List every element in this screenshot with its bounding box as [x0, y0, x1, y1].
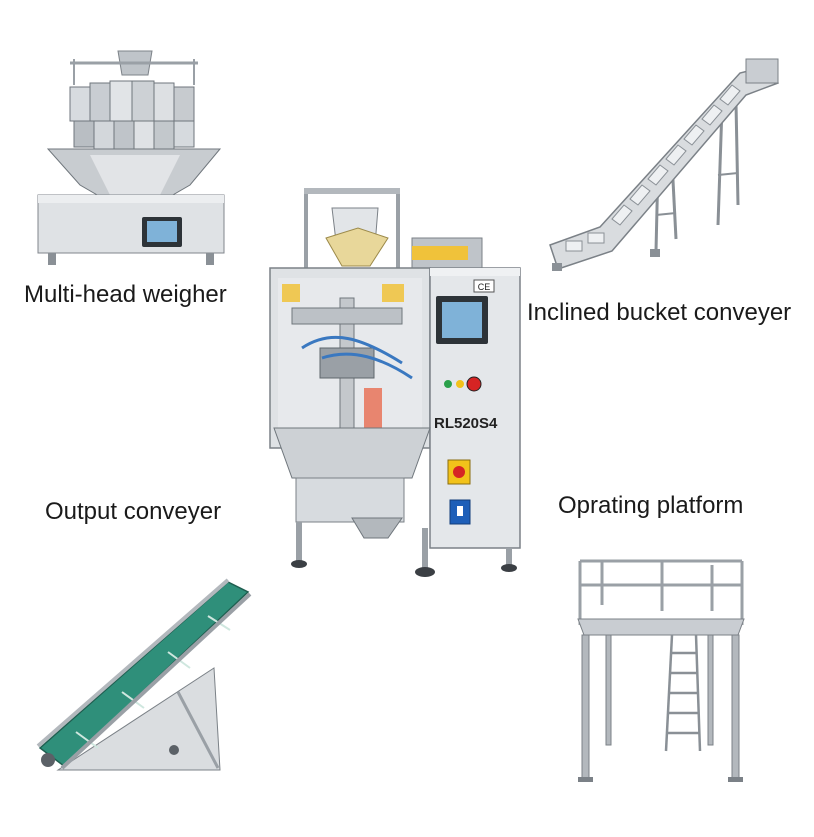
multihead-weigher-image: [37, 50, 225, 265]
model-label: RL520S4: [434, 415, 498, 432]
inclined-bucket-conveyor-image: [549, 58, 779, 271]
weigher-label: Multi-head weigher: [24, 281, 227, 308]
vertical-packing-machine-image: CE RL520S4: [269, 188, 521, 577]
bucket-conveyor-label: Inclined bucket conveyer: [527, 299, 792, 326]
output-conveyor-label: Output conveyer: [45, 498, 222, 525]
ce-mark: CE: [478, 282, 491, 292]
platform-label: Oprating platform: [558, 492, 744, 519]
output-conveyor-image: [36, 578, 252, 771]
operating-platform-image: [577, 559, 745, 782]
